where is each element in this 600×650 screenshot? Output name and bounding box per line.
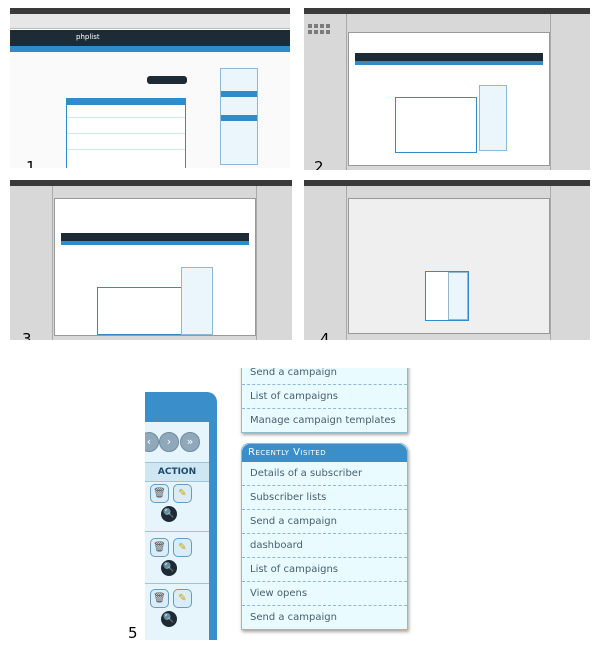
gimp-toolbox bbox=[10, 186, 53, 340]
prev-page-button[interactable]: ‹ bbox=[145, 432, 159, 452]
start-campaign-button[interactable] bbox=[147, 76, 187, 84]
gimp-toolbox bbox=[304, 186, 347, 340]
sidebar-menu bbox=[220, 68, 258, 165]
recently-visited-menu: Recently Visited Details of a subscriber… bbox=[241, 443, 408, 630]
gimp-dock bbox=[256, 186, 292, 340]
recently-visited-title: Recently Visited bbox=[242, 444, 407, 462]
campaigns-table bbox=[66, 98, 186, 168]
campaign-menu: Send a campaign List of campaigns Manage… bbox=[241, 368, 408, 433]
gimp-toolbox bbox=[304, 14, 347, 170]
panel-number: 4 bbox=[320, 330, 330, 340]
next-page-button[interactable]: › bbox=[159, 432, 179, 452]
recent-item[interactable]: Send a campaign bbox=[242, 510, 407, 534]
panel-number: 1 bbox=[26, 158, 36, 168]
menu-item-send-campaign[interactable]: Send a campaign bbox=[242, 368, 407, 385]
recent-item[interactable]: Send a campaign bbox=[250, 612, 337, 623]
edit-icon[interactable]: ✎ bbox=[173, 589, 192, 608]
phplist-nav[interactable] bbox=[10, 46, 290, 52]
browser-tabbar bbox=[10, 14, 290, 29]
delete-icon[interactable]: 🗑 bbox=[150, 484, 169, 503]
view-icon[interactable]: 🔍 bbox=[161, 506, 177, 522]
phplist-logo: phplist bbox=[76, 33, 100, 41]
cropped-image bbox=[425, 271, 469, 321]
view-icon[interactable]: 🔍 bbox=[161, 560, 177, 576]
recent-item[interactable]: Details of a subscriber bbox=[242, 462, 407, 486]
view-icon[interactable]: 🔍 bbox=[161, 611, 177, 627]
screenshot-panel-4: 4 bbox=[304, 180, 590, 340]
last-page-button[interactable]: » bbox=[180, 432, 200, 452]
recent-item[interactable]: List of campaigns bbox=[242, 558, 407, 582]
panel-number: 3 bbox=[22, 330, 32, 340]
screenshot-panel-1: phplist 1 bbox=[10, 8, 290, 168]
menu-item-list-campaigns[interactable]: List of campaigns bbox=[242, 385, 407, 409]
desktop-menubar bbox=[10, 8, 290, 14]
panel-number: 5 bbox=[128, 624, 138, 642]
edit-icon[interactable]: ✎ bbox=[173, 538, 192, 557]
desktop-menubar bbox=[10, 180, 292, 186]
gimp-canvas[interactable] bbox=[54, 198, 256, 336]
edit-icon[interactable]: ✎ bbox=[173, 484, 192, 503]
recent-item[interactable]: Subscriber lists bbox=[242, 486, 407, 510]
delete-icon[interactable]: 🗑 bbox=[150, 538, 169, 557]
screenshot-panel-3: 3 bbox=[10, 180, 292, 340]
gimp-dock bbox=[550, 14, 590, 170]
gimp-canvas[interactable] bbox=[348, 32, 550, 166]
screenshot-panel-2: 2 bbox=[304, 8, 590, 170]
gimp-dock bbox=[550, 186, 590, 340]
desktop-menubar bbox=[304, 180, 590, 186]
gimp-canvas[interactable] bbox=[348, 198, 550, 334]
action-column-header: ACTION bbox=[145, 462, 209, 482]
panel-number: 2 bbox=[314, 158, 324, 170]
desktop-menubar bbox=[304, 8, 590, 14]
phplist-header: phplist bbox=[10, 30, 290, 46]
menu-item-manage-templates[interactable]: Manage campaign templates bbox=[250, 415, 396, 426]
screenshot-panel-5: ‹ › » ACTION 🗑 ✎ 🔍 🗑 ✎ 🔍 🗑 ✎ 🔍 Send a ca… bbox=[145, 368, 413, 640]
delete-icon[interactable]: 🗑 bbox=[150, 589, 169, 608]
recent-item[interactable]: dashboard bbox=[242, 534, 407, 558]
recent-item[interactable]: View opens bbox=[242, 582, 407, 606]
